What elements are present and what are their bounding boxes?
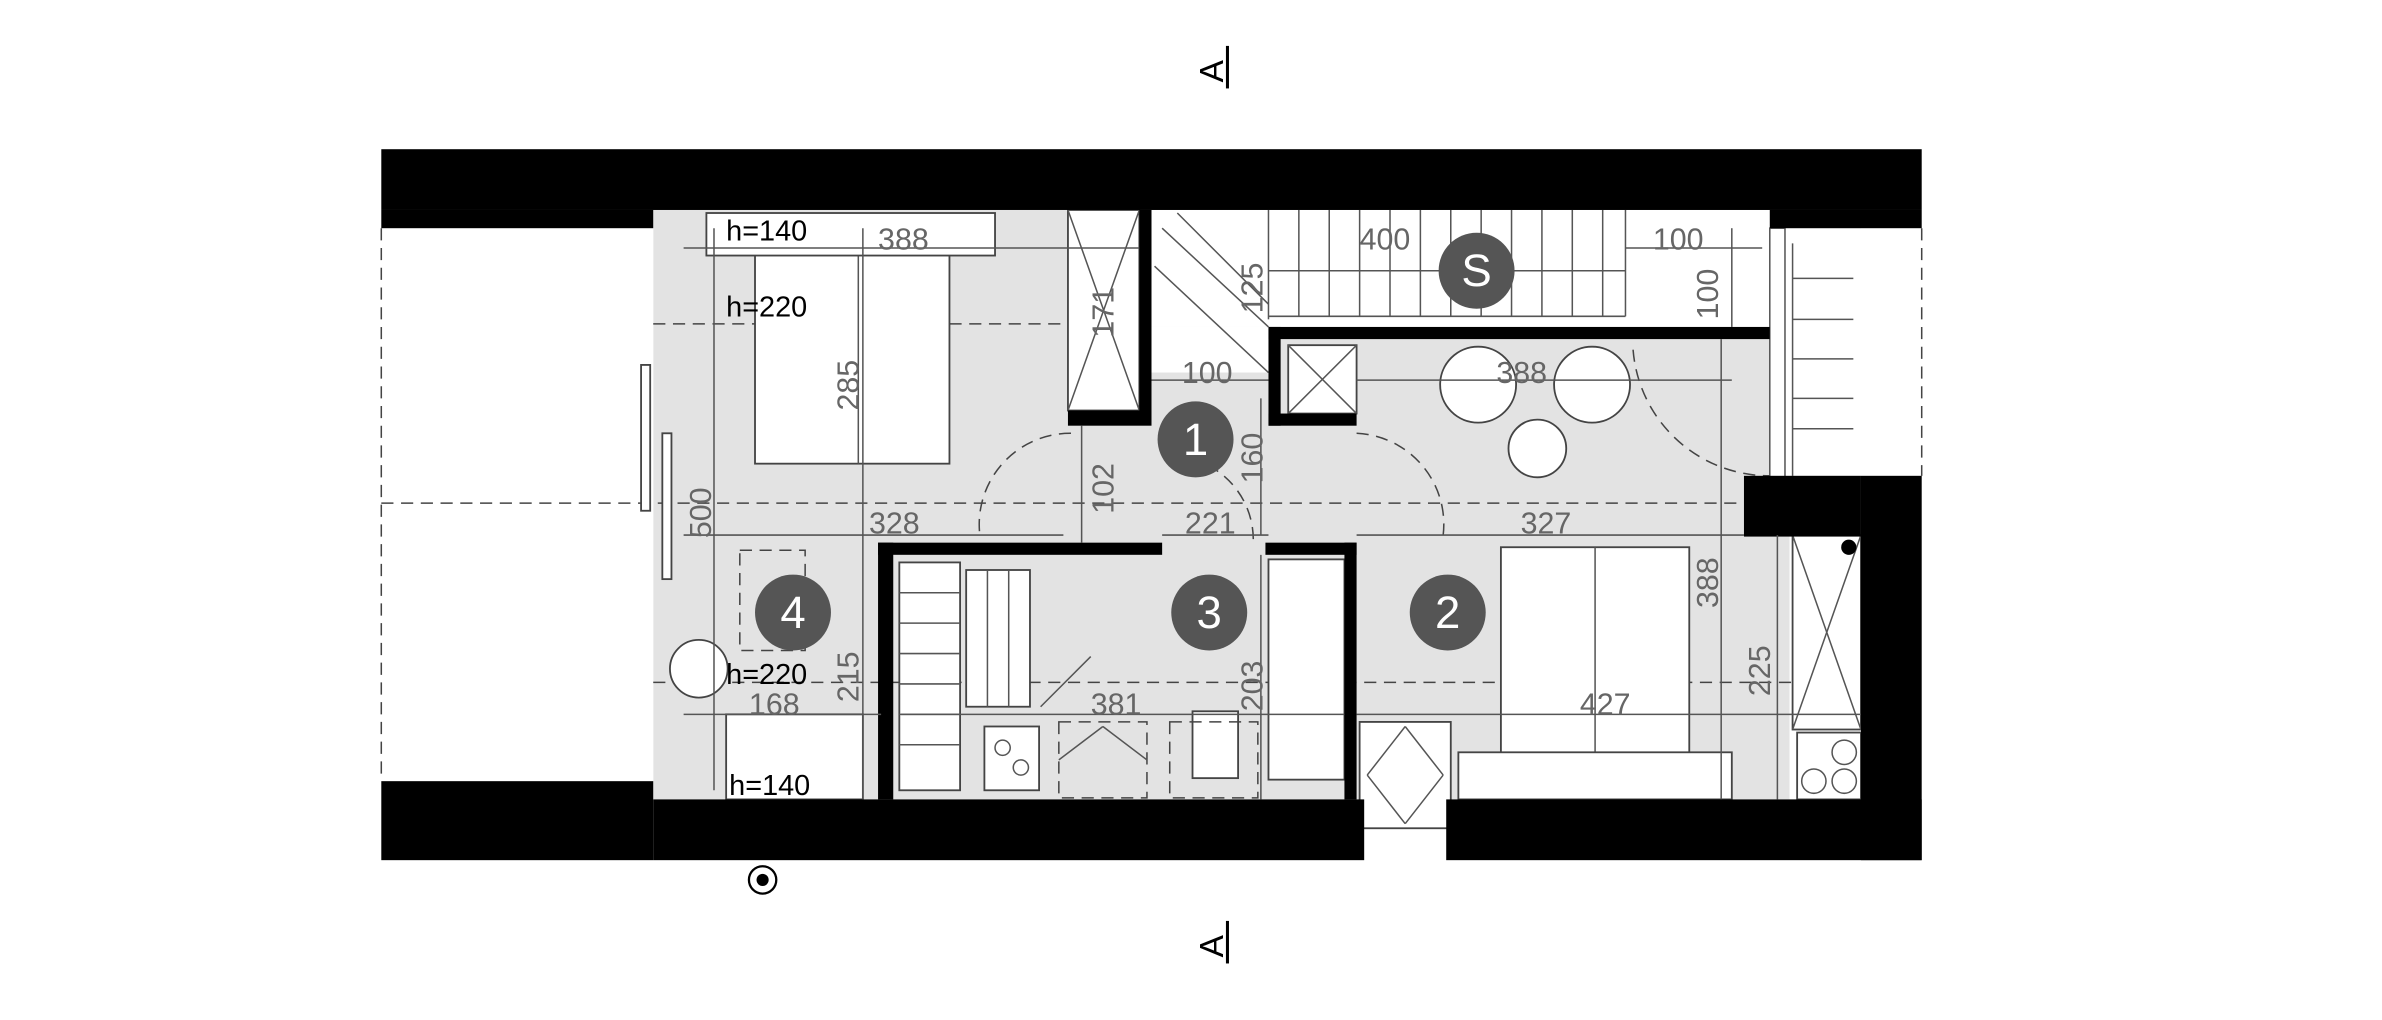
svg-text:1: 1 [1183, 414, 1208, 465]
armchairs [1439, 345, 1631, 479]
dimension-label: 171 [1087, 287, 1121, 338]
dimension-label: 100 [1691, 269, 1725, 320]
dimension-label: 400 [1360, 222, 1411, 256]
dimension-label: 215 [831, 651, 865, 702]
boiler-icon [1841, 539, 1857, 555]
shower [1058, 721, 1148, 799]
dimension-label: 102 [1087, 463, 1121, 514]
height-label: h=220 [726, 291, 807, 323]
section-label: A [1194, 59, 1231, 82]
dimension-label: 168 [749, 687, 800, 721]
dimension-label: 328 [869, 507, 920, 541]
sauna-stove-icon [983, 725, 1040, 792]
kitchen-unit [1791, 534, 1862, 801]
dimension-label: 327 [1521, 507, 1572, 541]
dimension-label: 203 [1235, 661, 1269, 712]
svg-text:2: 2 [1435, 587, 1460, 638]
height-label: h=220 [726, 659, 807, 691]
section-marker-top: A [1194, 45, 1231, 89]
door-swing-terrace [1632, 349, 1770, 477]
svg-text:3: 3 [1197, 587, 1222, 638]
dimension-label: 100 [1182, 356, 1233, 390]
door-swing-room2 [1356, 432, 1445, 536]
section-marker-bottom: A [1194, 920, 1231, 964]
height-label: h=140 [729, 770, 810, 802]
dimension-label: 500 [684, 487, 718, 538]
double-bed-room2 [1457, 546, 1733, 801]
toilet [1168, 710, 1259, 799]
wardrobe-room2 [1358, 721, 1452, 830]
room-badge-s: S [1438, 232, 1515, 309]
svg-text:S: S [1461, 245, 1491, 296]
room-badge-1: 1 [1157, 401, 1234, 478]
dimension-label: 388 [1496, 356, 1547, 390]
coffee-table-icon [1507, 418, 1568, 479]
entrance-marker-icon [747, 865, 778, 895]
stair-area-lower [1151, 326, 1269, 373]
room-badge-2: 2 [1409, 574, 1486, 651]
dimension-lines [683, 228, 1861, 800]
dimension-label: 388 [878, 222, 929, 256]
terrace-left [381, 228, 654, 782]
height-label: h=140 [726, 215, 807, 247]
dimension-label: 100 [1653, 222, 1704, 256]
dimension-label: 125 [1235, 263, 1269, 314]
bathroom-counter [1267, 558, 1346, 781]
svg-text:4: 4 [780, 587, 805, 638]
dimension-label: 427 [1580, 687, 1631, 721]
dimension-label: 388 [1691, 557, 1725, 608]
double-bed-room4 [705, 212, 996, 465]
side-table-icon [669, 638, 729, 699]
rug-room4 [739, 549, 806, 652]
door-swing-hall [1169, 455, 1255, 540]
dimension-label: 225 [1743, 645, 1777, 696]
walls [381, 149, 1922, 861]
dimension-label: 160 [1235, 433, 1269, 484]
terrace-right [1769, 228, 1922, 476]
window-left-2 [661, 432, 673, 581]
dimension-label: 221 [1185, 507, 1236, 541]
room-badge-3: 3 [1171, 574, 1248, 651]
dimension-label: 285 [831, 360, 865, 411]
window-left [640, 364, 652, 512]
room-badge-4: 4 [755, 574, 831, 651]
door-swing-room4 [978, 432, 1071, 536]
hall-wardrobe [1287, 344, 1358, 415]
section-label: A [1194, 934, 1231, 957]
dimension-label: 381 [1091, 687, 1142, 721]
wardrobe-room4 [1067, 209, 1141, 412]
